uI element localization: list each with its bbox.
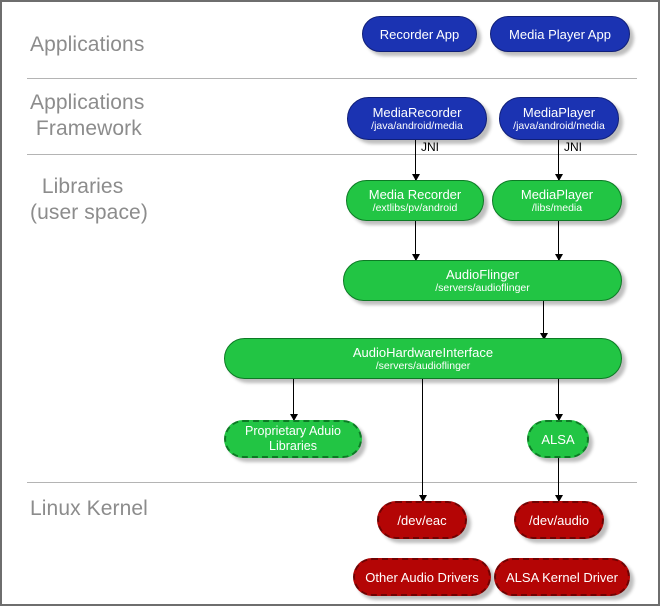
jni-label-left: JNI — [421, 140, 439, 154]
layer-label-applications: Applications — [30, 33, 145, 56]
connector-audioflinger-to-audiohardwareinterface — [543, 301, 544, 339]
node-audiohardwareinterface-path: /servers/audioflinger — [375, 360, 471, 372]
layer-label-applications-framework: Applications Framework — [30, 91, 145, 140]
node-proprietary-audio-libraries-subtitle: Libraries — [269, 439, 317, 453]
node-recorder-app-title: Recorder App — [379, 26, 460, 42]
connector-mediaplayer-to-lib — [558, 140, 559, 180]
divider-linux-kernel — [27, 482, 637, 483]
node-alsa-title: ALSA — [541, 431, 575, 447]
jni-label-right: JNI — [564, 140, 582, 154]
arrow-mediaplayerlib-to-audioflinger — [554, 254, 563, 261]
node-alsa-kernel-driver-title: ALSA Kernel Driver — [506, 569, 618, 585]
node-media-player-framework-title: MediaPlayer — [522, 105, 596, 120]
node-media-recorder-framework[interactable]: MediaRecorder /java/android/media — [347, 97, 487, 140]
node-alsa[interactable]: ALSA — [527, 420, 589, 458]
layer-label-libraries: Libraries (user space) — [30, 175, 148, 224]
node-audioflinger[interactable]: AudioFlinger /servers/audioflinger — [343, 260, 622, 301]
node-dev-audio-title: /dev/audio — [529, 512, 589, 528]
node-audiohardwareinterface-title: AudioHardwareInterface — [352, 345, 494, 360]
node-proprietary-audio-libraries[interactable]: Proprietary Aduio Libraries — [224, 420, 362, 458]
node-media-player-lib-path: /libs/media — [531, 202, 583, 214]
arrow-mediaplayer-to-lib — [554, 174, 563, 181]
arrow-ahi-to-alsa — [554, 414, 563, 421]
node-recorder-app[interactable]: Recorder App — [362, 16, 477, 52]
connector-mediarecorderlib-to-audioflinger — [415, 221, 416, 261]
node-proprietary-audio-libraries-title: Proprietary Aduio — [245, 424, 341, 438]
node-media-player-framework[interactable]: MediaPlayer /java/android/media — [499, 97, 619, 140]
node-audiohardwareinterface[interactable]: AudioHardwareInterface /servers/audiofli… — [224, 338, 622, 379]
node-dev-eac-title: /dev/eac — [397, 512, 447, 528]
arrow-ahi-to-dev-eac — [418, 495, 427, 502]
connector-ahi-to-proprietary-libraries — [293, 375, 294, 420]
connector-mediaplayerlib-to-audioflinger — [558, 221, 559, 261]
node-media-player-framework-path: /java/android/media — [513, 120, 605, 132]
arrow-mediarecorderlib-to-audioflinger — [411, 254, 420, 261]
connector-alsa-to-dev-audio — [558, 457, 559, 501]
arrow-audioflinger-to-audiohardwareinterface — [539, 333, 548, 340]
node-media-recorder-framework-path: /java/android/media — [371, 120, 463, 132]
connector-mediarecorder-to-lib — [415, 140, 416, 180]
node-dev-audio[interactable]: /dev/audio — [514, 501, 604, 539]
node-media-player-lib-title: MediaPlayer — [520, 187, 594, 202]
arrow-ahi-to-proprietary-libraries — [289, 414, 298, 421]
node-other-audio-drivers[interactable]: Other Audio Drivers — [353, 558, 491, 596]
arrow-mediarecorder-to-lib — [411, 174, 420, 181]
node-media-recorder-lib[interactable]: Media Recorder /extlibs/pv/android — [346, 180, 484, 221]
node-other-audio-drivers-title: Other Audio Drivers — [365, 569, 479, 585]
node-audioflinger-path: /servers/audioflinger — [435, 282, 530, 294]
divider-applications — [27, 78, 637, 79]
connector-ahi-to-dev-eac — [422, 375, 423, 501]
node-media-player-app-title: Media Player App — [509, 26, 611, 42]
node-dev-eac[interactable]: /dev/eac — [377, 501, 467, 539]
node-audioflinger-title: AudioFlinger — [446, 267, 519, 282]
node-alsa-kernel-driver[interactable]: ALSA Kernel Driver — [494, 558, 630, 596]
node-media-player-lib[interactable]: MediaPlayer /libs/media — [492, 180, 622, 221]
node-media-recorder-framework-title: MediaRecorder — [372, 105, 462, 120]
connector-ahi-to-alsa — [558, 375, 559, 420]
arrow-alsa-to-dev-audio — [554, 495, 563, 502]
layer-label-linux-kernel: Linux Kernel — [30, 497, 148, 520]
node-media-player-app[interactable]: Media Player App — [490, 16, 630, 52]
node-media-recorder-lib-path: /extlibs/pv/android — [372, 202, 458, 214]
node-media-recorder-lib-title: Media Recorder — [368, 187, 462, 202]
divider-framework — [27, 154, 637, 155]
